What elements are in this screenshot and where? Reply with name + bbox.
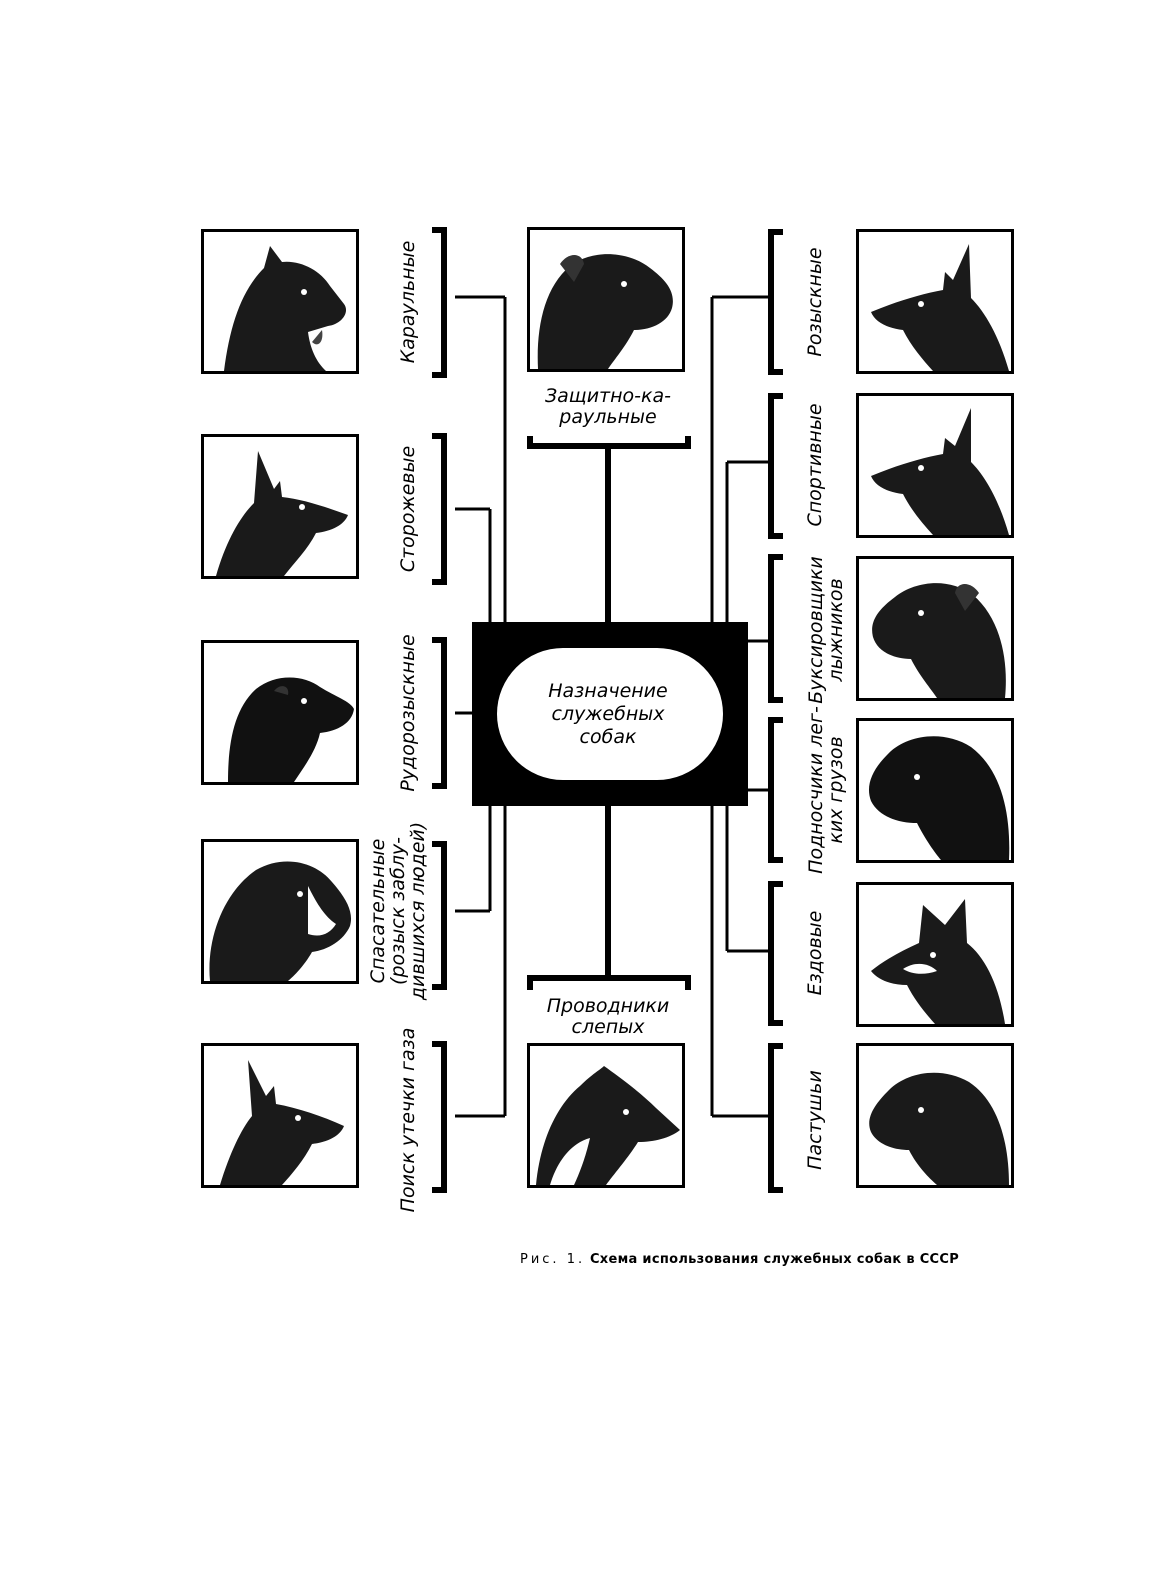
dog-photo-karaulnye — [201, 229, 359, 374]
label-provodniki-slepykh: Проводники слепых — [546, 995, 670, 1038]
dog-photo-rozysknye — [856, 229, 1014, 374]
center-box — [472, 622, 748, 806]
label-pastushi: Пастушьи — [804, 1070, 826, 1170]
dog-photo-podnoschiki — [856, 718, 1014, 863]
dog-photo-provodniki-slepykh — [527, 1043, 685, 1188]
caption-text: Схема использования служебных собак в СС… — [589, 1252, 960, 1267]
label-podnoschiki: Подносчики лег- ких грузов — [805, 706, 847, 874]
label-ezdovye: Ездовые — [804, 910, 826, 996]
label-rudorozysknye: Рудорозыскные — [397, 634, 419, 792]
dog-photo-rudorozysknye — [201, 640, 359, 785]
dog-photo-pastushi — [856, 1043, 1014, 1188]
dog-photo-poisk-utechki-gaza — [201, 1043, 359, 1188]
center-title: Назначение служебных собак — [548, 680, 668, 748]
figure-caption: Рис. 1. Схема использования служебных со… — [520, 1252, 959, 1267]
label-spasatelnye: Спасательные (розыск заблу- дившихся люд… — [367, 821, 429, 1001]
label-sportivnye: Спортивные — [804, 403, 826, 527]
label-poisk-utechki-gaza: Поиск утечки газа — [397, 1027, 419, 1213]
dog-photo-spasatelnye — [201, 839, 359, 984]
caption-lead: Рис. 1. — [520, 1252, 586, 1267]
label-karaulnye: Караульные — [397, 240, 419, 364]
dog-photo-zashchitno-karaulnye — [527, 227, 685, 372]
dog-photo-sportivnye — [856, 393, 1014, 538]
dog-photo-ezdovye — [856, 882, 1014, 1027]
label-storozhevye: Сторожевые — [397, 445, 419, 573]
label-zashchitno-karaulnye: Защитно-ка- раульные — [544, 385, 671, 428]
dog-photo-buksirovshchiki — [856, 556, 1014, 701]
label-buksirovshchiki: Буксировщики лыжников — [805, 556, 847, 704]
label-rozysknye: Розыскные — [804, 247, 826, 357]
dog-photo-storozhevye — [201, 434, 359, 579]
